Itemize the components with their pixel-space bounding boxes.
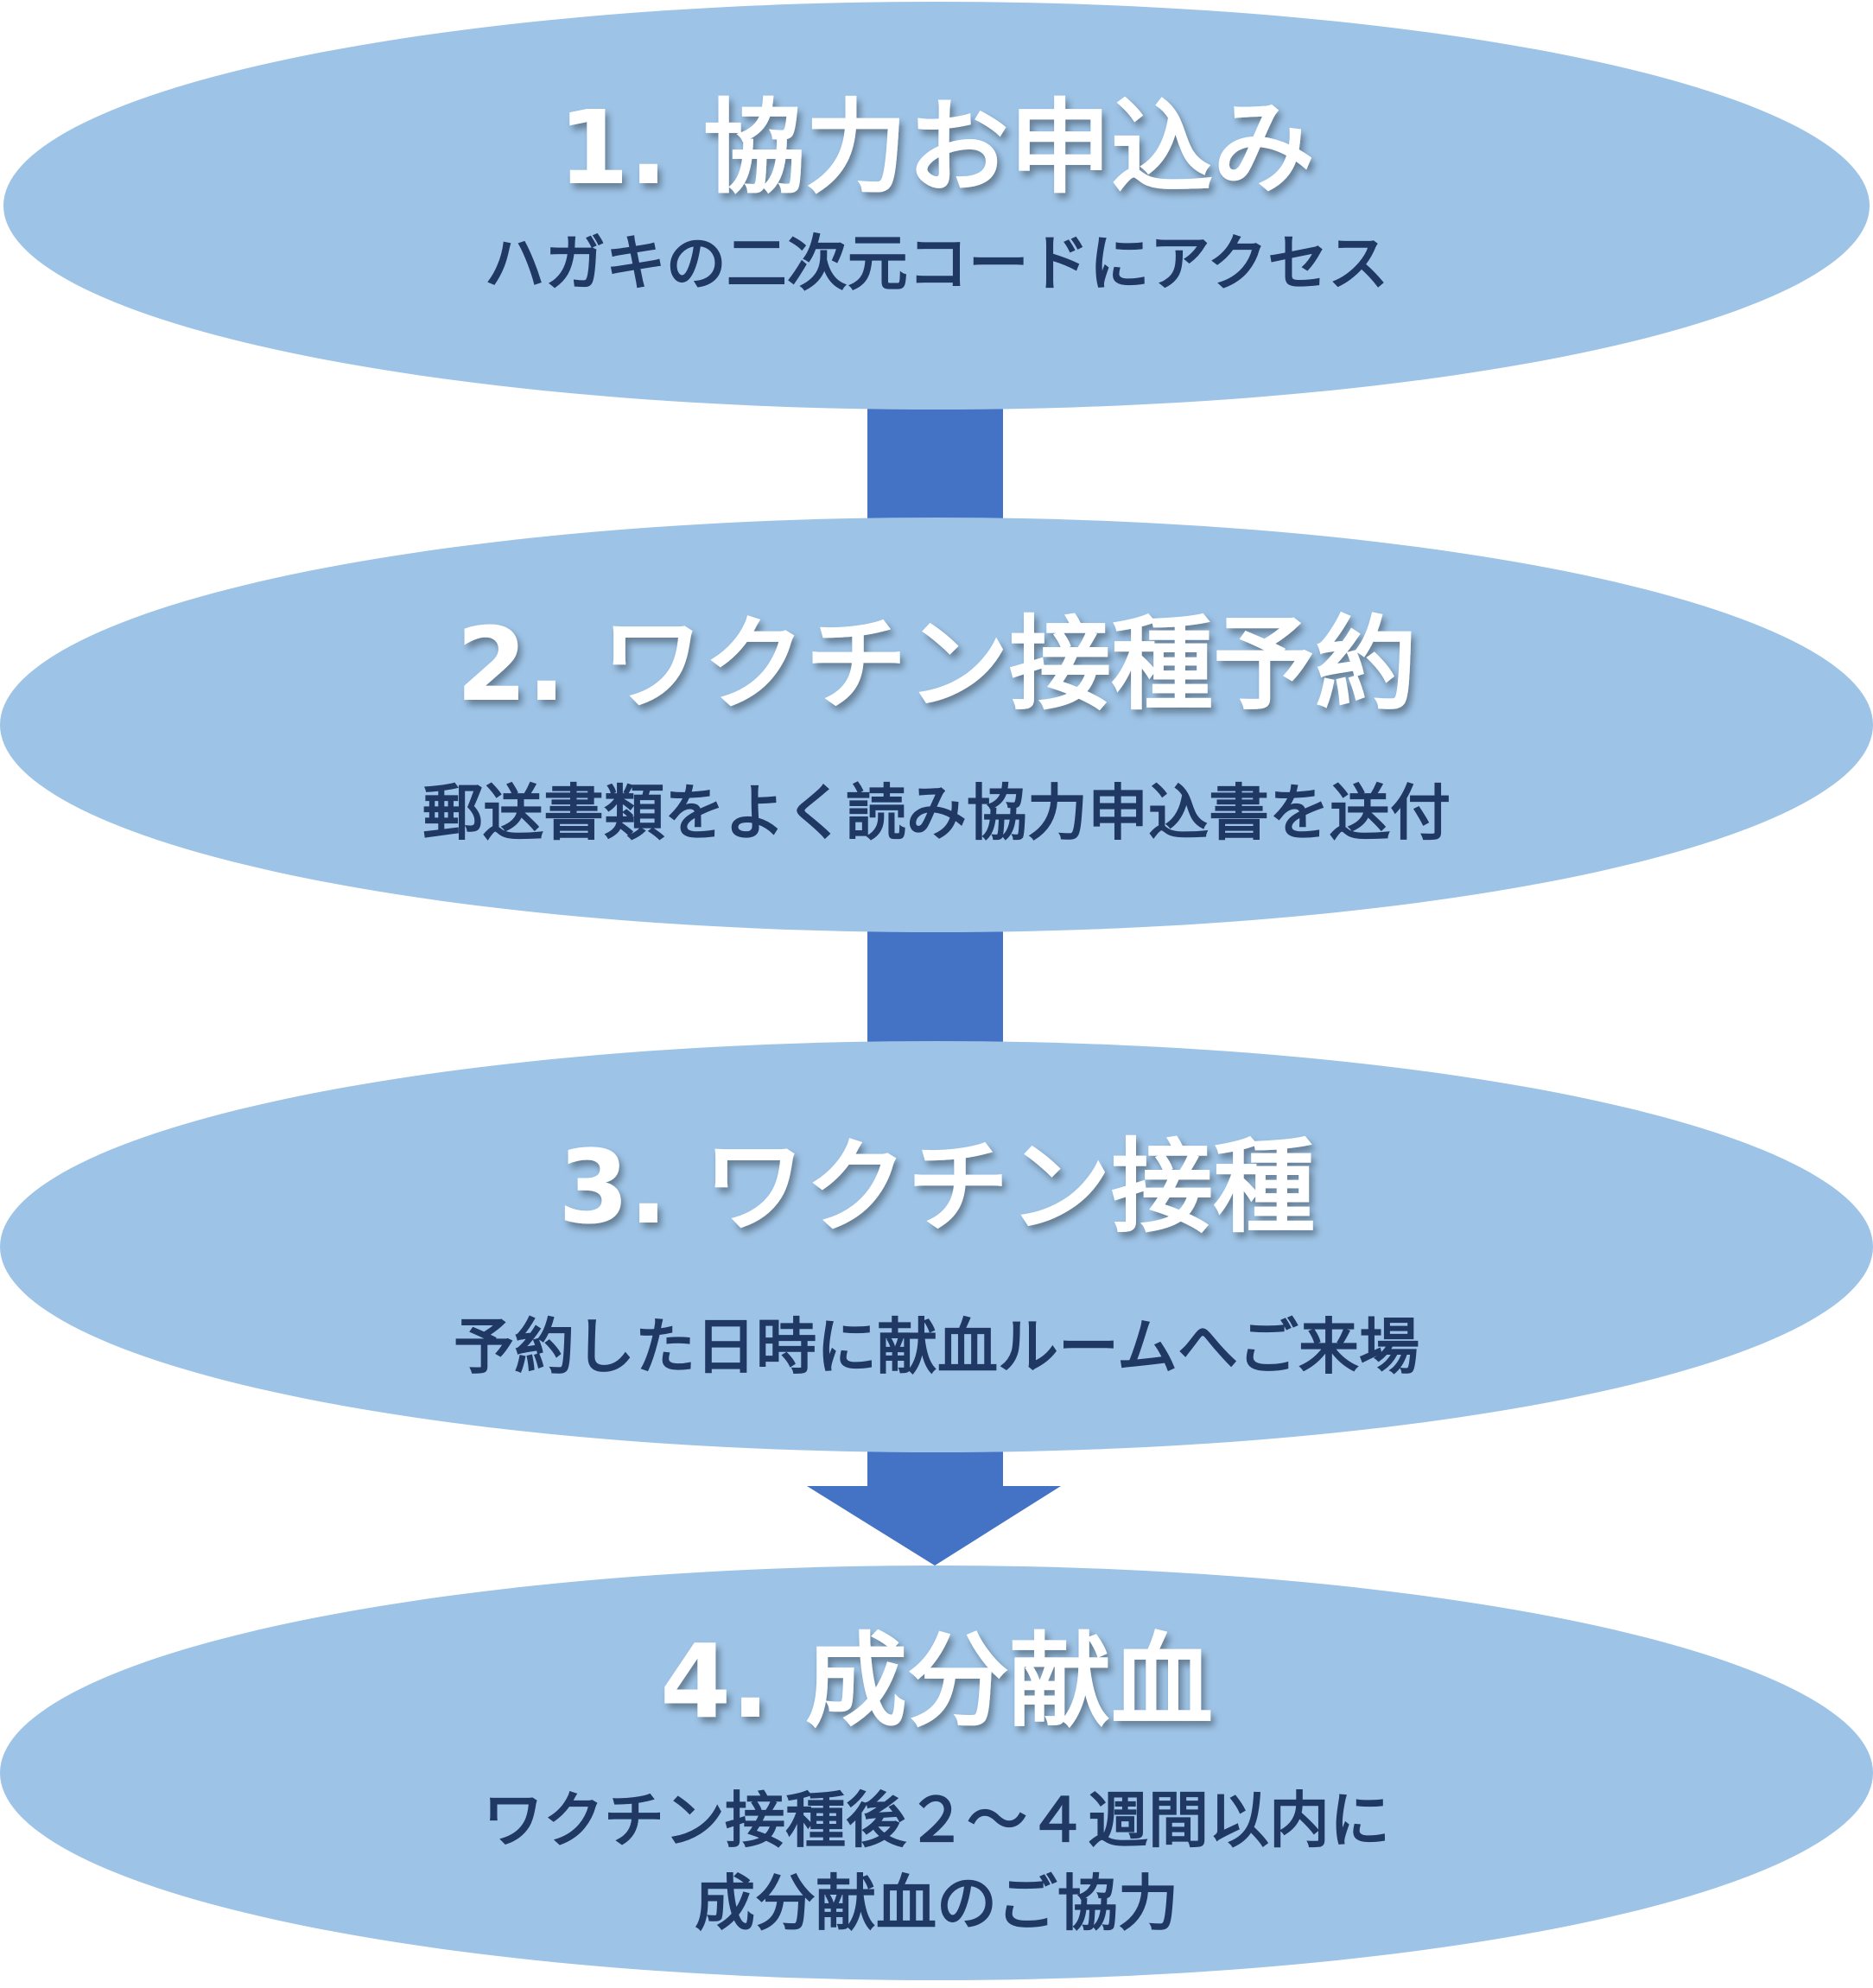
step-1-ellipse: [3, 2, 1870, 410]
arrow-3-4: [807, 1434, 1061, 1566]
step-2-title: 2. ワクチン接種予約: [456, 605, 1417, 724]
step-3-ellipse: [0, 1041, 1873, 1452]
step-2: 2. ワクチン接種予約 郵送書類をよく読み協力申込書を送付: [0, 518, 1873, 932]
step-4-desc-line-2: 成分献血のご協力: [695, 1868, 1178, 1939]
step-4-ellipse: [0, 1566, 1873, 1980]
step-2-ellipse: [0, 518, 1873, 932]
step-3: 3. ワクチン接種 予約した日時に献血ルームへご来場: [0, 1041, 1873, 1452]
step-4-desc-line-1: ワクチン接種後２～４週間以内に: [483, 1785, 1390, 1856]
step-1-desc: ハガキの二次元コードにアクセス: [485, 228, 1389, 299]
connector-1-2: [867, 397, 1003, 527]
step-3-title: 3. ワクチン接種: [558, 1127, 1315, 1247]
step-1: 1. 協力お申込み ハガキの二次元コードにアクセス: [3, 2, 1870, 410]
connector-2-3: [867, 916, 1003, 1054]
step-3-desc: 予約した日時に献血ルームへご来場: [454, 1312, 1419, 1382]
step-1-title: 1. 協力お申込み: [558, 88, 1315, 207]
step-2-desc: 郵送書類をよく読み協力申込書を送付: [422, 778, 1451, 848]
step-4-title: 4. 成分献血: [660, 1622, 1213, 1741]
step-4: 4. 成分献血 ワクチン接種後２～４週間以内に 成分献血のご協力: [0, 1566, 1873, 1980]
